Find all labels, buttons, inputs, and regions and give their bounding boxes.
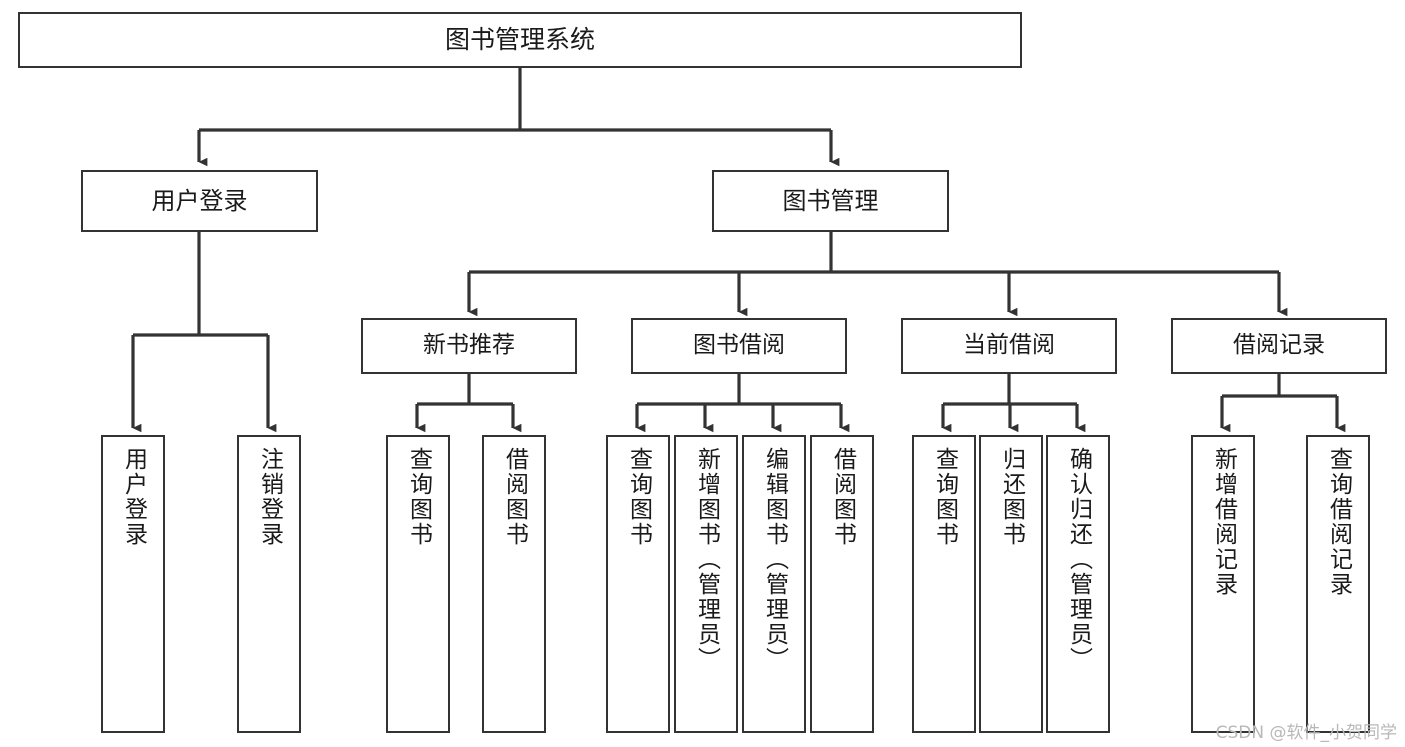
node-root[interactable]: 图书管理系统: [18, 12, 1022, 68]
node-leaf-logout-login[interactable]: 注销登录: [237, 435, 301, 733]
node-leaf-add-record-label: 新增借阅记录: [1210, 447, 1237, 597]
node-book-management-label: 图书管理: [782, 186, 879, 215]
node-leaf-borrow-book-rec[interactable]: 借阅图书: [482, 435, 546, 733]
node-root-label: 图书管理系统: [444, 25, 595, 55]
node-book-management[interactable]: 图书管理: [712, 170, 949, 232]
node-leaf-edit-book-label: 编辑图书（管理员）: [761, 447, 788, 672]
node-leaf-add-book[interactable]: 新增图书（管理员）: [674, 435, 738, 733]
node-leaf-query-book-rec-label: 查询图书: [405, 447, 432, 547]
node-current-borrow[interactable]: 当前借阅: [901, 318, 1117, 374]
node-leaf-query-book-current-label: 查询图书: [931, 447, 958, 547]
node-leaf-edit-book[interactable]: 编辑图书（管理员）: [742, 435, 806, 733]
node-user-login-label: 用户登录: [151, 186, 248, 215]
node-leaf-query-record-label: 查询借阅记录: [1325, 447, 1352, 597]
node-leaf-add-book-label: 新增图书（管理员）: [693, 447, 720, 672]
csdn-watermark: CSDN @软件_小贺同学: [1215, 723, 1397, 743]
node-borrow-record[interactable]: 借阅记录: [1171, 318, 1387, 374]
node-leaf-borrow-book-label: 借阅图书: [829, 447, 856, 547]
node-leaf-return-book[interactable]: 归还图书: [979, 435, 1043, 733]
node-leaf-confirm-return[interactable]: 确认归还（管理员）: [1046, 435, 1110, 733]
node-leaf-query-record[interactable]: 查询借阅记录: [1306, 435, 1370, 733]
node-new-book-recommend-label: 新书推荐: [423, 332, 515, 359]
node-leaf-confirm-return-label: 确认归还（管理员）: [1065, 447, 1092, 672]
node-leaf-query-book-borrow[interactable]: 查询图书: [606, 435, 670, 733]
node-leaf-borrow-book[interactable]: 借阅图书: [810, 435, 874, 733]
node-book-borrow-label: 图书借阅: [693, 332, 785, 359]
node-book-borrow[interactable]: 图书借阅: [631, 318, 847, 374]
node-user-login[interactable]: 用户登录: [81, 170, 318, 232]
node-leaf-logout-login-label: 注销登录: [256, 447, 283, 547]
node-leaf-add-record[interactable]: 新增借阅记录: [1191, 435, 1255, 733]
node-leaf-query-book-current[interactable]: 查询图书: [912, 435, 976, 733]
node-leaf-user-login-label: 用户登录: [120, 447, 147, 547]
node-leaf-query-book-borrow-label: 查询图书: [625, 447, 652, 547]
node-leaf-user-login[interactable]: 用户登录: [101, 435, 165, 733]
node-new-book-recommend[interactable]: 新书推荐: [361, 318, 577, 374]
node-borrow-record-label: 借阅记录: [1233, 332, 1325, 359]
node-current-borrow-label: 当前借阅: [963, 332, 1055, 359]
node-leaf-query-book-rec[interactable]: 查询图书: [386, 435, 450, 733]
node-leaf-borrow-book-rec-label: 借阅图书: [501, 447, 528, 547]
node-leaf-return-book-label: 归还图书: [998, 447, 1025, 547]
